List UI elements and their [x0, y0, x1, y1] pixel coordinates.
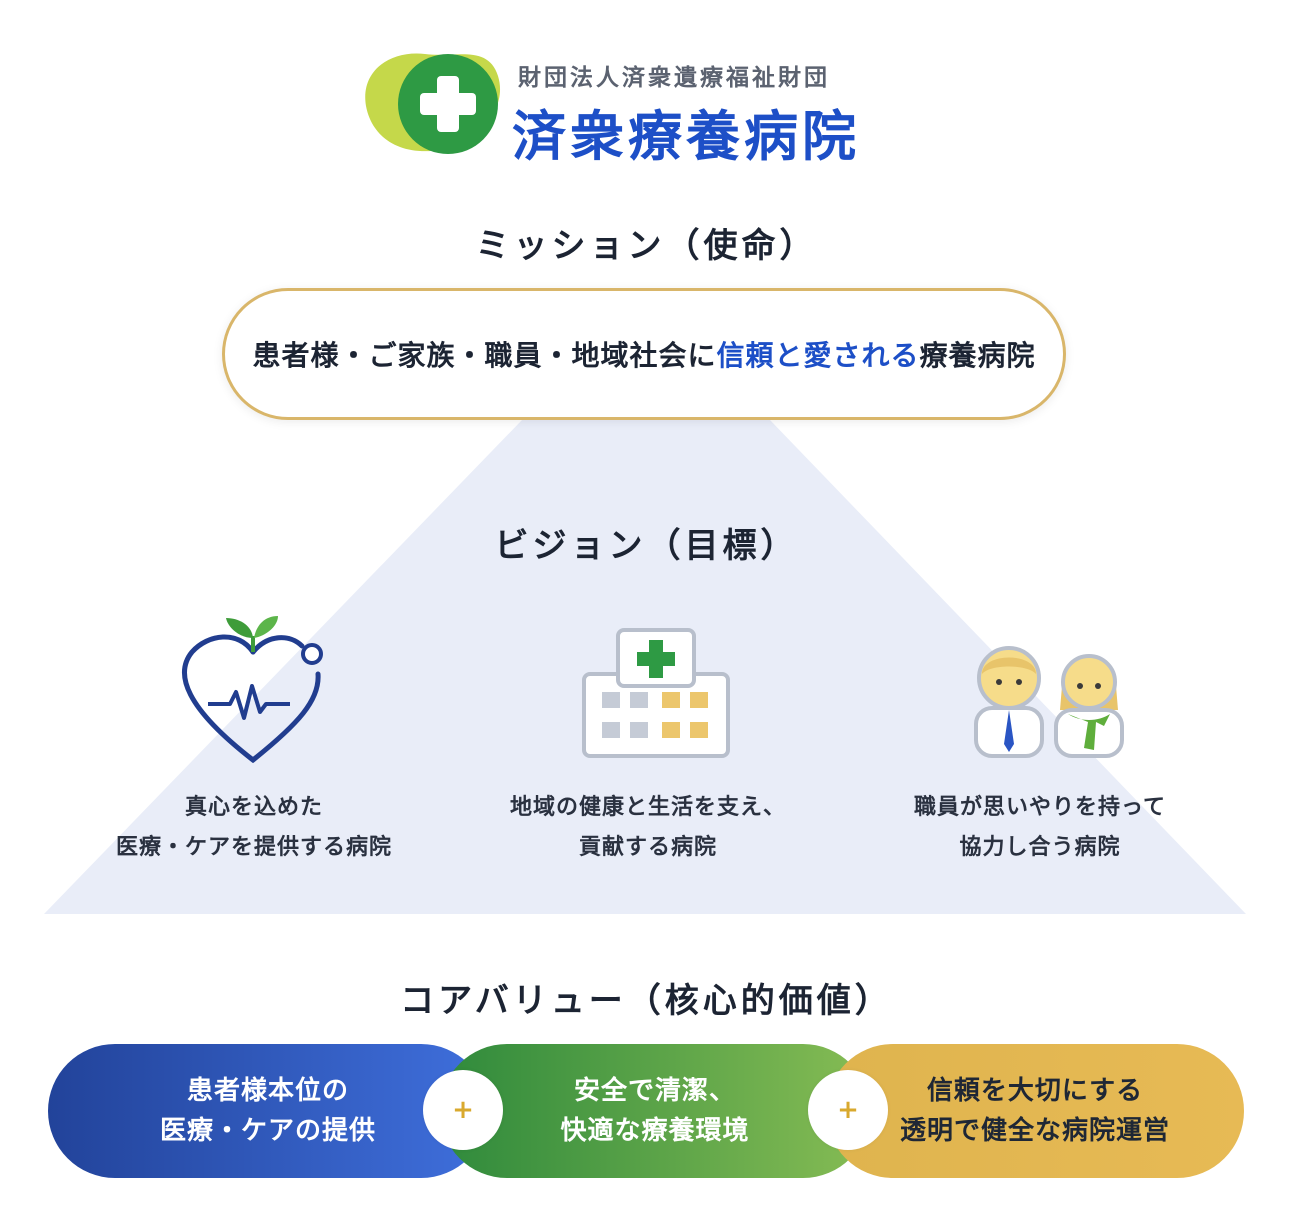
core-value-line: 医療・ケアの提供 — [159, 1116, 376, 1146]
core-value-patient-centered: 患者様本位の 医療・ケアの提供 — [48, 1044, 488, 1178]
core-value-line: 透明で健全な病院運営 — [899, 1116, 1170, 1146]
mission-heading: ミッション（使命） — [475, 226, 818, 266]
vision-item-line: 貢献する病院 — [578, 835, 717, 860]
vision-item-3: 職員が思いやりを持って 協力し合う病院 — [860, 788, 1220, 868]
heart-sprout-icon — [182, 616, 323, 764]
core-value-safe-environment: 安全で清潔、 快適な療養環境 — [440, 1044, 870, 1178]
plus-icon: + — [808, 1070, 888, 1150]
vision-item-2: 地域の健康と生活を支え、 貢献する病院 — [468, 788, 828, 868]
vision-item-line: 職員が思いやりを持って — [914, 795, 1166, 820]
core-value-line: 快適な療養環境 — [560, 1116, 750, 1146]
mission-text-before: 患者様・ご家族・職員・地域社会に — [252, 339, 717, 372]
mission-text-after: 療養病院 — [919, 339, 1036, 372]
core-value-line: 患者様本位の — [186, 1076, 349, 1106]
vision-heading: ビジョン（目標） — [494, 526, 799, 566]
plus-icon: + — [423, 1070, 503, 1150]
core-value-transparent-management: 信頼を大切にする 透明で健全な病院運営 — [826, 1044, 1244, 1178]
green-cross-icon — [365, 53, 501, 154]
core-values-heading: コアバリュー（核心的価値） — [400, 981, 893, 1021]
core-value-line: 安全で清潔、 — [573, 1076, 736, 1106]
foundation-name: 財団法人済衆遺療福祉財団 — [518, 65, 830, 91]
mission-text-emphasis: 信頼と愛される — [716, 339, 920, 372]
vision-item-1: 真心を込めた 医療・ケアを提供する病院 — [74, 788, 434, 868]
vision-item-line: 真心を込めた — [184, 795, 323, 820]
vision-item-line: 医療・ケアを提供する病院 — [115, 835, 392, 860]
staff-pair-icon — [974, 646, 1124, 758]
vision-item-line: 地域の健康と生活を支え、 — [509, 795, 786, 820]
hospital-building-icon — [582, 628, 730, 758]
hospital-name: 済衆療養病院 — [512, 105, 860, 168]
mission-statement: 患者様・ご家族・職員・地域社会に信頼と愛される療養病院 — [222, 288, 1066, 420]
vision-item-line: 協力し合う病院 — [959, 835, 1121, 860]
core-value-line: 信頼を大切にする — [926, 1076, 1144, 1106]
